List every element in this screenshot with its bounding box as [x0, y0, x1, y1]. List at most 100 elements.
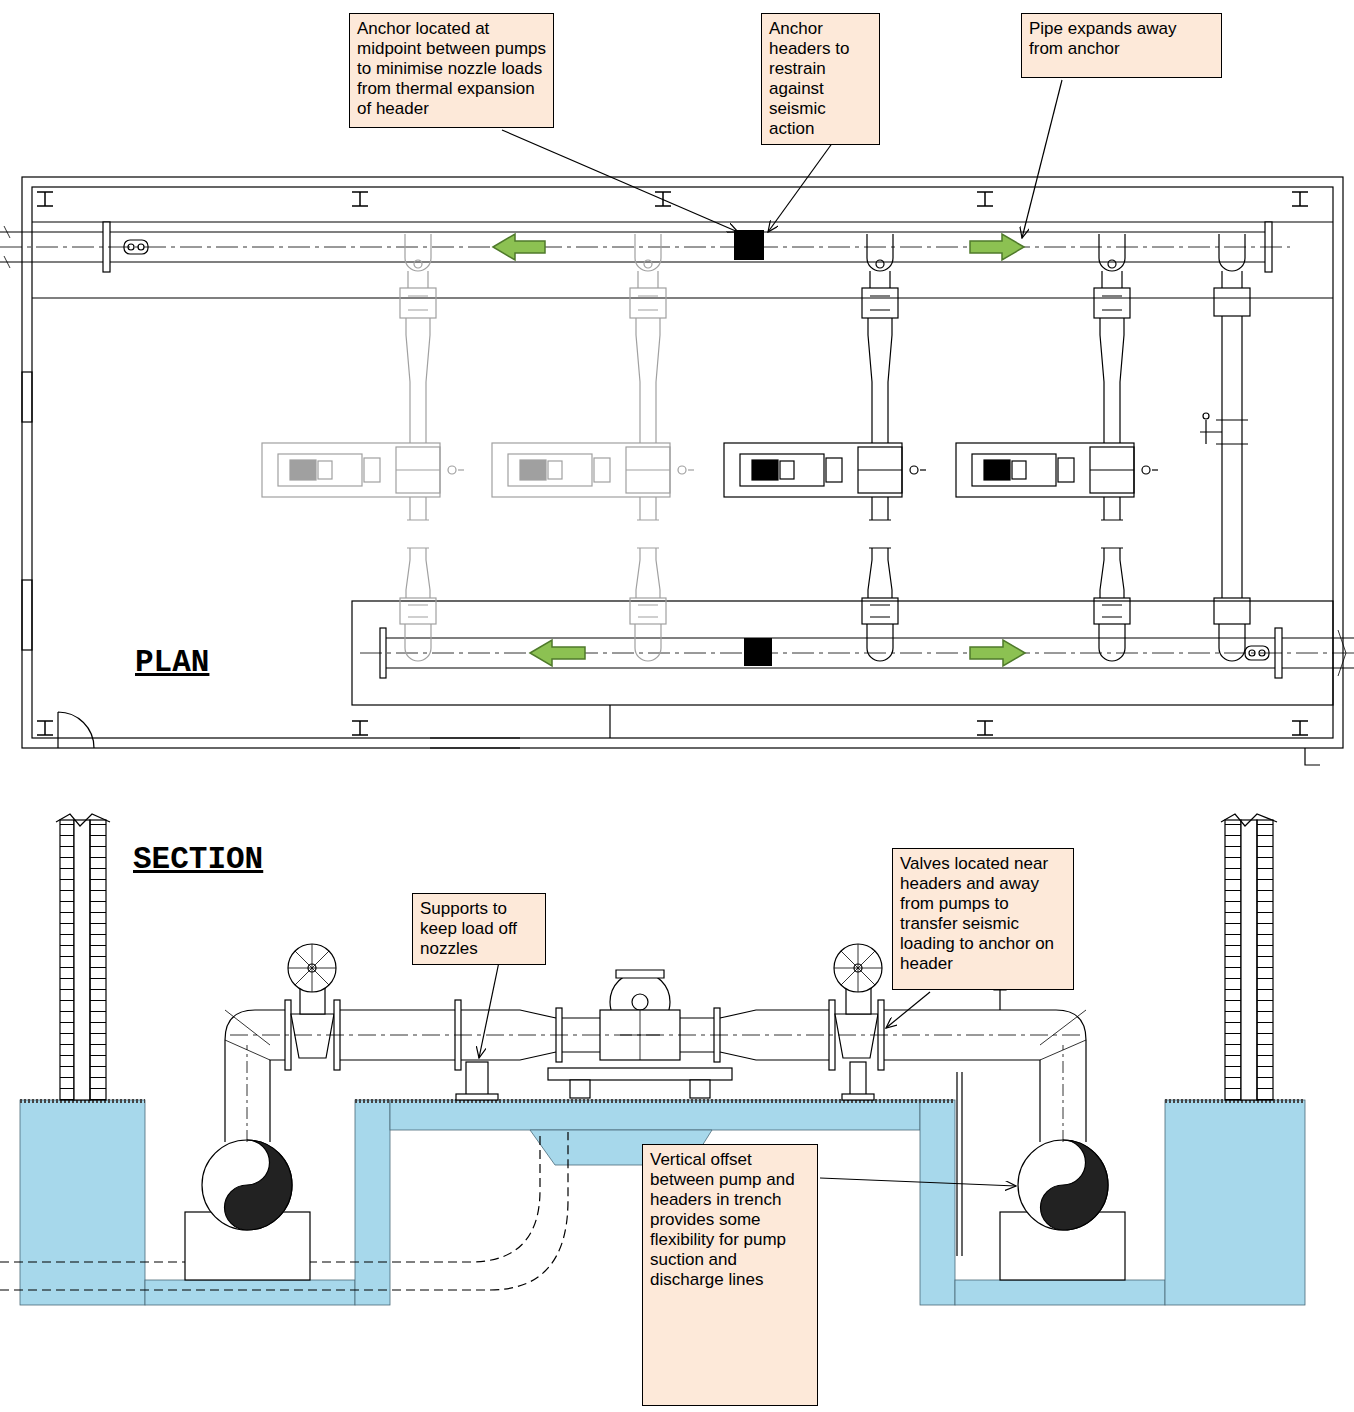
bypass-line	[1219, 624, 1245, 661]
pump-set	[492, 443, 694, 497]
column-symbol	[977, 192, 993, 206]
callout-text: Vertical offset between pump and headers…	[650, 1150, 810, 1290]
pipe-support	[456, 1094, 498, 1100]
pump-pipework	[291, 1014, 334, 1058]
expansion-arrow	[970, 640, 1025, 666]
callout-box: Vertical offset between pump and headers…	[642, 1144, 818, 1406]
expansion-arrow	[493, 234, 545, 260]
pipe-support	[957, 1072, 962, 1256]
brick-wall	[90, 820, 106, 1100]
pipe-support	[690, 1080, 710, 1098]
header-section	[1041, 1140, 1109, 1230]
leader-line	[479, 80, 1062, 1186]
brick-wall	[1257, 820, 1273, 1100]
building-outline	[22, 177, 1343, 748]
callout-text: Anchor located at midpoint between pumps…	[357, 19, 546, 119]
concrete-section	[20, 1100, 145, 1305]
pipe-support	[466, 1062, 488, 1096]
column-symbol	[977, 721, 993, 735]
pump-set	[956, 443, 1158, 497]
pump-pipework	[288, 944, 336, 992]
concrete-section	[390, 1100, 920, 1130]
bypass-line	[1222, 316, 1242, 598]
pump-pipework	[632, 994, 648, 1010]
callout-text: Anchor headers to restrain against seism…	[769, 19, 872, 139]
pump-pipework	[884, 1010, 1086, 1142]
brick-wall	[1225, 820, 1241, 1100]
bypass-line	[1200, 420, 1222, 444]
suction-header	[0, 247, 1290, 248]
brick-wall	[56, 814, 1277, 826]
leader-line	[502, 130, 738, 232]
column-symbol	[352, 192, 368, 206]
column-symbol	[1292, 192, 1308, 206]
pump-branch	[400, 234, 1130, 661]
brick-wall	[1241, 820, 1257, 1100]
pump-pipework	[835, 1014, 878, 1058]
building-outline	[32, 187, 1333, 738]
anchor-block	[734, 230, 772, 666]
building-outline	[22, 372, 32, 422]
pump-pipework	[616, 970, 664, 978]
pump-set	[262, 443, 1158, 497]
view-title: SECTION	[133, 842, 263, 877]
pump-pipework	[230, 1035, 1080, 1036]
pump-pipework	[225, 1010, 285, 1142]
leader-line	[1022, 80, 1062, 238]
bypass-line	[1200, 234, 1250, 661]
building-outline	[32, 222, 1333, 298]
anchor-block	[734, 230, 764, 260]
pump-pipework	[288, 944, 336, 992]
expansion-arrow	[493, 234, 1025, 666]
expansion-arrow	[970, 234, 1024, 260]
callout-box: Anchor located at midpoint between pumps…	[349, 13, 554, 128]
leader-line	[820, 1178, 1016, 1186]
bypass-line	[1219, 234, 1245, 271]
dashed-buried-pipe	[0, 1132, 568, 1290]
callout-text: Pipe expands away from anchor	[1029, 19, 1214, 59]
header-section	[202, 1140, 292, 1230]
expansion-arrow	[530, 640, 585, 666]
leader-line	[886, 992, 930, 1028]
brick-wall	[56, 814, 1277, 1100]
bypass-line	[1214, 598, 1250, 624]
column-symbol	[37, 192, 53, 206]
view-title: PLAN	[135, 645, 209, 680]
callout-box: Valves located near headers and away fro…	[892, 848, 1074, 990]
concrete-section	[920, 1100, 955, 1305]
callout-text: Supports to keep load off nozzles	[420, 899, 538, 959]
bypass-line	[1214, 288, 1250, 316]
dashed-buried-pipe	[0, 1132, 568, 1290]
suction-header	[0, 222, 1290, 272]
building-outline	[22, 177, 1343, 765]
concrete-section	[955, 1280, 1165, 1305]
bypass-line	[1203, 413, 1209, 419]
pump-pipework	[1063, 1045, 1064, 1142]
callout-text: Valves located near headers and away fro…	[900, 854, 1066, 974]
building-outline	[1305, 748, 1320, 765]
pipe-support	[850, 1062, 866, 1096]
discharge-header	[360, 628, 1354, 678]
column-symbol	[37, 721, 53, 735]
header-section	[1018, 1140, 1108, 1230]
building-outline	[609, 705, 610, 738]
concrete-section	[1165, 1100, 1305, 1305]
callout-box: Supports to keep load off nozzles	[412, 893, 546, 965]
building-outline	[58, 712, 94, 748]
floor-grating	[20, 1099, 1305, 1103]
brick-wall	[74, 820, 90, 1100]
building-outline	[22, 580, 32, 650]
column-symbol	[1292, 721, 1308, 735]
anchor-block	[744, 638, 772, 666]
pump-pipework	[834, 944, 882, 992]
pipe-support	[548, 1068, 732, 1080]
header-section	[225, 1140, 292, 1230]
callout-box: Pipe expands away from anchor	[1021, 13, 1222, 78]
pipe-support	[842, 1094, 874, 1100]
brick-wall	[60, 820, 74, 1100]
leader-line	[479, 957, 500, 1058]
bypass-line	[1222, 271, 1242, 288]
discharge-header	[360, 653, 1354, 654]
concrete-section	[355, 1100, 390, 1305]
